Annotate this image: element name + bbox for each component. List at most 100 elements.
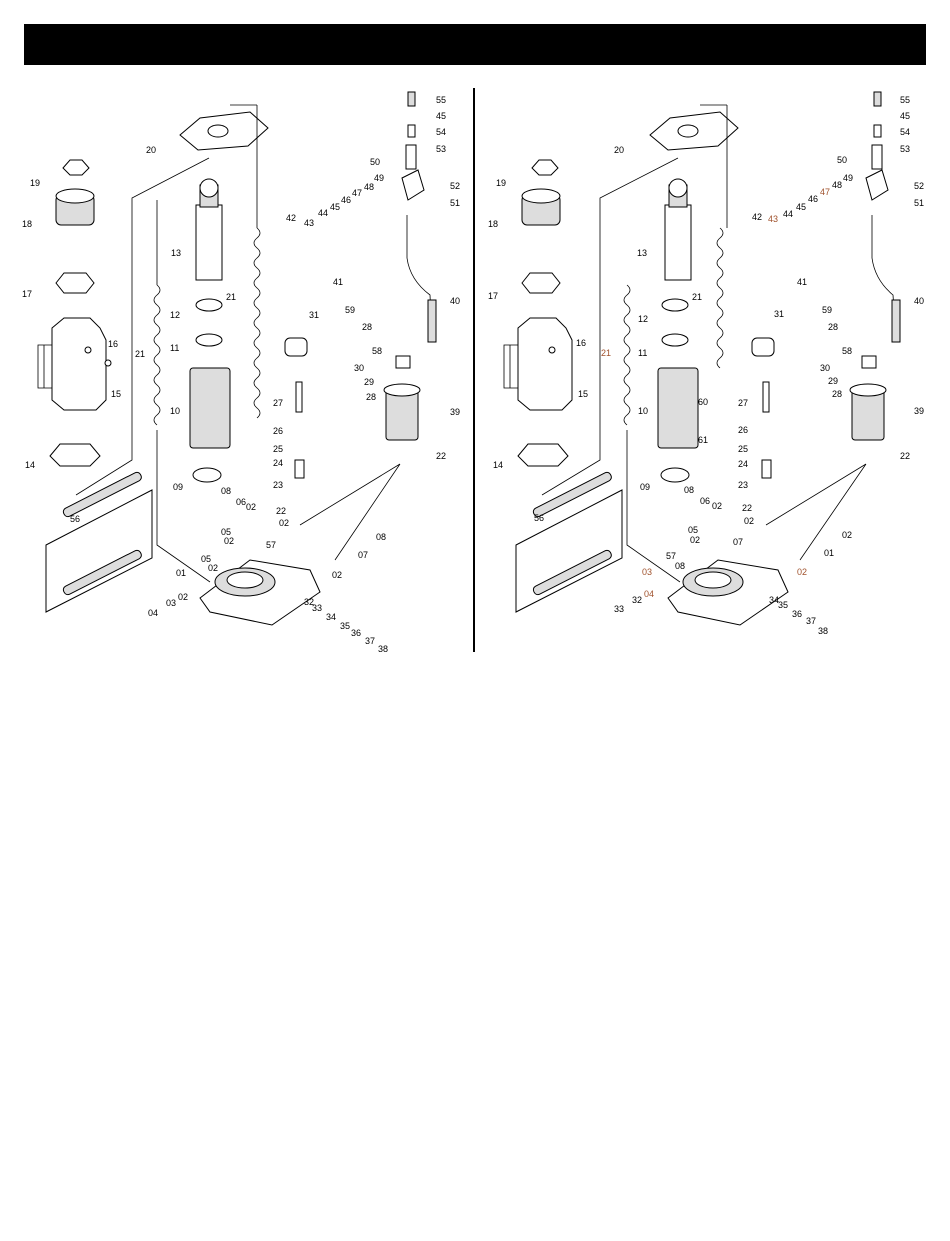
part-label-05: 05 <box>688 525 698 535</box>
part-label-45: 45 <box>436 111 446 121</box>
part-label-28: 28 <box>362 322 372 332</box>
part-label-44: 44 <box>318 208 328 218</box>
part-label-53: 53 <box>436 144 446 154</box>
part-label-37: 37 <box>806 616 816 626</box>
part-label-24: 24 <box>273 458 283 468</box>
part-label-13: 13 <box>637 248 647 258</box>
part-label-40: 40 <box>914 296 924 306</box>
part-label-31: 31 <box>774 309 784 319</box>
part-label-23: 23 <box>738 480 748 490</box>
part-label-28: 28 <box>832 389 842 399</box>
part-label-16: 16 <box>108 339 118 349</box>
part-label-47: 47 <box>352 188 362 198</box>
part-label-41: 41 <box>797 277 807 287</box>
part-label-04: 04 <box>148 608 158 618</box>
part-label-43: 43 <box>304 218 314 228</box>
part-label-24: 24 <box>738 459 748 469</box>
part-label-20: 20 <box>614 145 624 155</box>
part-label-07: 07 <box>358 550 368 560</box>
part-label-29: 29 <box>828 376 838 386</box>
part-label-39: 39 <box>450 407 460 417</box>
part-label-09: 09 <box>173 482 183 492</box>
part-label-35: 35 <box>778 600 788 610</box>
part-label-02: 02 <box>279 518 289 528</box>
part-label-32: 32 <box>304 597 314 607</box>
part-label-02: 02 <box>842 530 852 540</box>
part-label-33: 33 <box>614 604 624 614</box>
part-label-50: 50 <box>837 155 847 165</box>
part-label-39: 39 <box>914 406 924 416</box>
part-label-18: 18 <box>488 219 498 229</box>
part-label-59: 59 <box>822 305 832 315</box>
part-label-02: 02 <box>208 563 218 573</box>
part-label-51: 51 <box>914 198 924 208</box>
part-label-38: 38 <box>818 626 828 636</box>
part-label-37: 37 <box>365 636 375 646</box>
part-label-49: 49 <box>843 173 853 183</box>
part-label-61: 61 <box>698 435 708 445</box>
part-label-12: 12 <box>638 314 648 324</box>
part-label-26: 26 <box>738 425 748 435</box>
part-label-02: 02 <box>178 592 188 602</box>
part-label-34: 34 <box>769 595 779 605</box>
part-label-03: 03 <box>642 567 652 577</box>
part-label-43: 43 <box>768 214 778 224</box>
part-label-35: 35 <box>340 621 350 631</box>
part-label-01: 01 <box>176 568 186 578</box>
part-label-46: 46 <box>341 195 351 205</box>
part-label-19: 19 <box>496 178 506 188</box>
part-label-45: 45 <box>796 202 806 212</box>
part-label-41: 41 <box>333 277 343 287</box>
part-label-38: 38 <box>378 644 388 654</box>
part-label-55: 55 <box>900 95 910 105</box>
part-label-08: 08 <box>376 532 386 542</box>
part-label-60: 60 <box>698 397 708 407</box>
part-label-57: 57 <box>666 551 676 561</box>
part-label-58: 58 <box>372 346 382 356</box>
part-label-08: 08 <box>675 561 685 571</box>
part-label-50: 50 <box>370 157 380 167</box>
part-label-28: 28 <box>828 322 838 332</box>
part-label-25: 25 <box>273 444 283 454</box>
part-label-16: 16 <box>576 338 586 348</box>
part-label-57: 57 <box>266 540 276 550</box>
right-labels: 5545545350495251484746454443424140392258… <box>488 95 924 636</box>
part-label-32: 32 <box>632 595 642 605</box>
part-label-45: 45 <box>900 111 910 121</box>
part-label-56: 56 <box>70 514 80 524</box>
part-label-15: 15 <box>578 389 588 399</box>
part-label-02: 02 <box>797 567 807 577</box>
part-label-28: 28 <box>366 392 376 402</box>
part-label-02: 02 <box>744 516 754 526</box>
part-label-53: 53 <box>900 144 910 154</box>
part-label-22: 22 <box>276 506 286 516</box>
part-label-21: 21 <box>692 292 702 302</box>
part-label-13: 13 <box>171 248 181 258</box>
part-label-45: 45 <box>330 202 340 212</box>
part-label-59: 59 <box>345 305 355 315</box>
part-label-48: 48 <box>832 180 842 190</box>
part-label-27: 27 <box>738 398 748 408</box>
part-label-12: 12 <box>170 310 180 320</box>
part-label-10: 10 <box>170 406 180 416</box>
part-label-42: 42 <box>752 212 762 222</box>
part-label-54: 54 <box>900 127 910 137</box>
header-bar <box>24 24 926 65</box>
part-label-17: 17 <box>488 291 498 301</box>
part-label-21: 21 <box>226 292 236 302</box>
part-label-51: 51 <box>450 198 460 208</box>
part-label-03: 03 <box>166 598 176 608</box>
part-label-21: 21 <box>601 348 611 358</box>
part-label-08: 08 <box>221 486 231 496</box>
part-label-01: 01 <box>824 548 834 558</box>
part-label-54: 54 <box>436 127 446 137</box>
part-label-49: 49 <box>374 173 384 183</box>
left-labels: 5545545350495251484746454443424140392258… <box>22 95 460 654</box>
part-label-20: 20 <box>146 145 156 155</box>
part-label-34: 34 <box>326 612 336 622</box>
part-label-22: 22 <box>900 451 910 461</box>
part-label-02: 02 <box>246 502 256 512</box>
part-label-06: 06 <box>236 497 246 507</box>
left-panel <box>37 91 437 626</box>
part-label-40: 40 <box>450 296 460 306</box>
